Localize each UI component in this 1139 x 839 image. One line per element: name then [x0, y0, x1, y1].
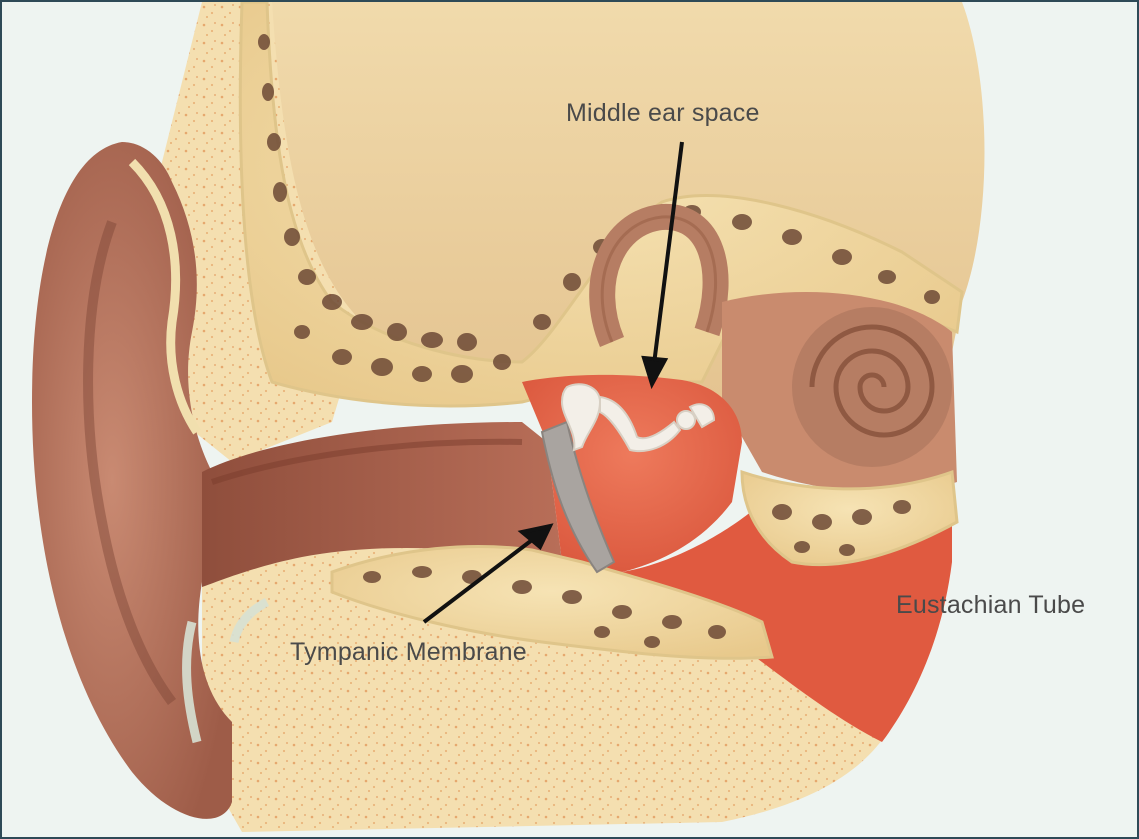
- label-eustachian-tube: Eustachian Tube: [896, 591, 1085, 620]
- label-middle-ear-space: Middle ear space: [566, 99, 760, 128]
- cochlea: [792, 307, 952, 467]
- label-tympanic-membrane: Tympanic Membrane: [290, 638, 527, 667]
